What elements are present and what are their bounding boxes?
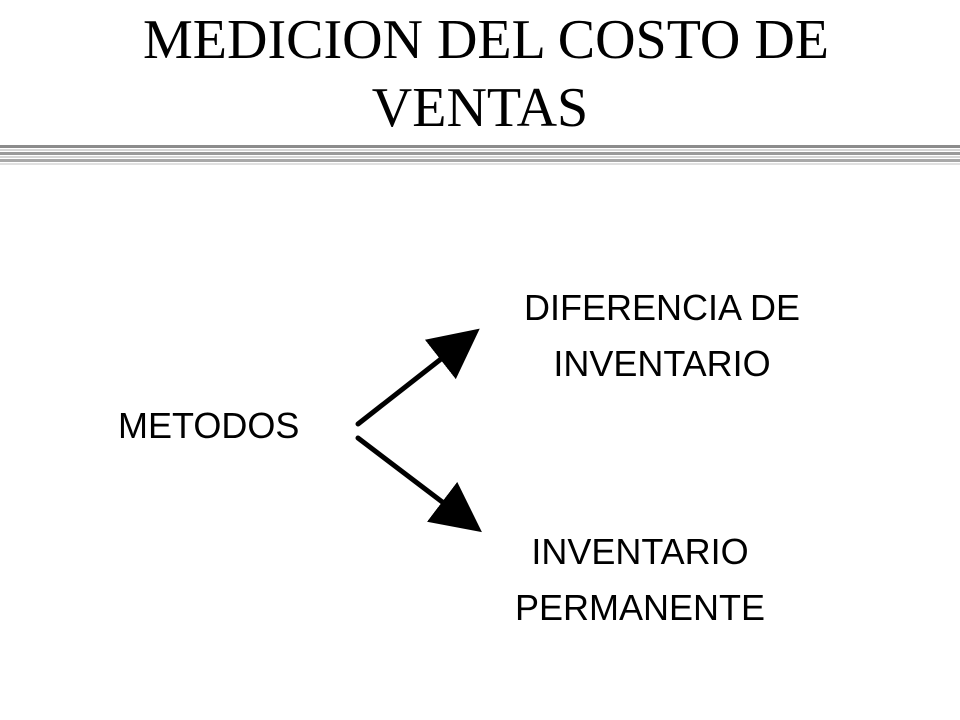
divider-stripe-6 [0, 163, 960, 165]
node-bottom-line-2: PERMANENTE [514, 587, 766, 628]
arrow-up [355, 328, 480, 427]
divider-stripe-3 [0, 152, 960, 155]
node-top-line-1: DIFERENCIA DE [523, 287, 801, 328]
arrow-down [355, 435, 482, 533]
node-bottom-line-1: INVENTARIO [531, 531, 749, 572]
title-line-1: MEDICION DEL COSTO DE [143, 9, 829, 71]
node-metodos: METODOS [118, 405, 300, 446]
node-diferencia-de-inventario: DIFERENCIA DE INVENTARIO [462, 280, 862, 392]
node-top-line-2: INVENTARIO [553, 343, 771, 384]
divider-stripe-2 [0, 149, 960, 151]
divider-stripe-5 [0, 159, 960, 162]
title-line-2: VENTAS [371, 77, 589, 139]
divider-stripe-4 [0, 156, 960, 158]
node-inventario-permanente: INVENTARIO PERMANENTE [440, 524, 840, 636]
title-divider [0, 145, 960, 165]
slide-title: MEDICION DEL COSTO DE VENTAS [0, 6, 960, 142]
divider-stripe-1 [0, 145, 960, 148]
